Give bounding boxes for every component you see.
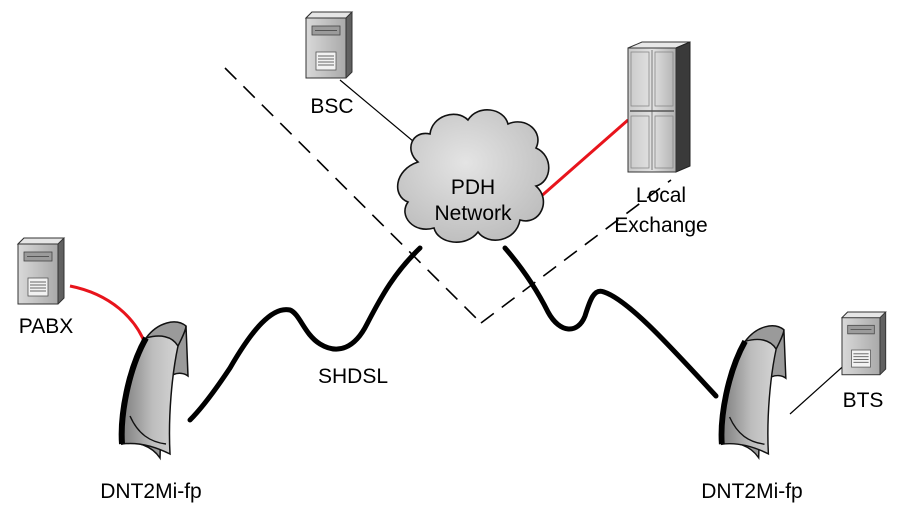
bsc-label: BSC [310, 95, 353, 118]
bts-server-icon [841, 311, 887, 376]
demarcation-line-left [224, 67, 482, 324]
pabx-link-red [69, 284, 148, 347]
bsc-server-icon [305, 11, 353, 79]
shdsl-label: SHDSL [318, 365, 388, 388]
pdh-network-cloud-icon [396, 109, 550, 243]
pdh-label-line1: PDH [451, 176, 495, 199]
right-modem-label: DNT2Mi-fp [701, 480, 803, 503]
exchange-label-line2: Exchange [614, 214, 707, 237]
demarcation-line-right [480, 179, 672, 324]
left-modem-label: DNT2Mi-fp [100, 480, 202, 503]
exchange-rack-icon [627, 41, 691, 173]
pabx-label: PABX [19, 315, 73, 338]
shdsl-cable-right [502, 245, 719, 399]
pabx-server-icon [17, 237, 65, 305]
left-modem-icon [121, 322, 188, 458]
pdh-label-line2: Network [434, 202, 512, 225]
exchange-link-red [537, 118, 629, 201]
exchange-label-line1: Local [636, 184, 686, 207]
bts-label: BTS [843, 389, 884, 412]
right-modem-icon [721, 326, 786, 458]
bts-link [789, 360, 850, 415]
shdsl-cable-left [187, 245, 423, 423]
